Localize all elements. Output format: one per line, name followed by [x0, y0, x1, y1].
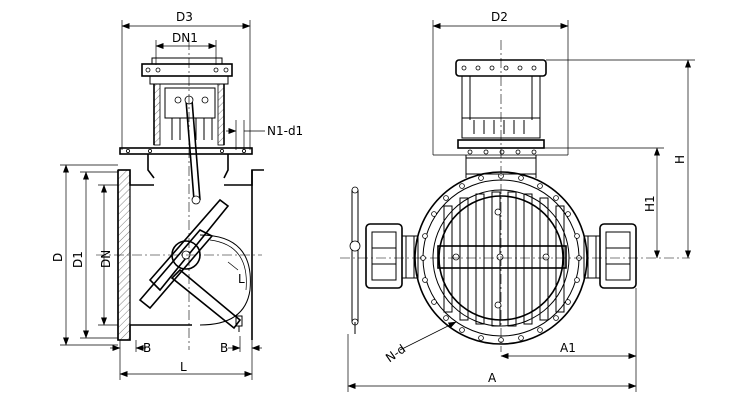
label-n-d: N-d — [383, 342, 408, 365]
dimension-l: L — [119, 360, 253, 377]
front-view: D2 — [340, 10, 695, 392]
label-h: H — [673, 155, 687, 164]
side-actuator-right — [583, 223, 637, 289]
label-a: A — [488, 371, 497, 385]
dimension-dn1: DN1 — [155, 31, 217, 65]
label-dn1: DN1 — [172, 31, 198, 45]
label-n1-d1: N1-d1 — [267, 124, 303, 138]
annotation-n-d: N-d — [383, 321, 457, 365]
side-actuator-left — [365, 223, 419, 289]
label-a1: A1 — [560, 341, 576, 355]
louvre-blades — [437, 191, 567, 327]
dimension-a1: A1 — [500, 288, 637, 362]
side-section-view: D3 DN1 — [51, 10, 303, 380]
svg-text:L: L — [238, 272, 245, 286]
label-d3: D3 — [176, 10, 193, 24]
label-b-left: B — [143, 341, 151, 355]
label-l: L — [180, 360, 187, 374]
valve-body: L — [96, 40, 264, 350]
dimension-a: A — [347, 334, 637, 392]
lever-arm — [349, 186, 361, 334]
annotation-n1-d1: N1-d1 — [226, 120, 303, 150]
dimension-d3: D3 — [121, 10, 251, 150]
dimension-b-right: B — [220, 336, 262, 380]
dimension-d2: D2 — [432, 10, 569, 156]
dimension-d1: D1 — [71, 171, 118, 339]
dimension-h: H — [546, 59, 695, 259]
dimension-dn: DN — [98, 184, 118, 326]
label-d: D — [51, 253, 65, 262]
label-h1: H1 — [643, 195, 657, 212]
dimension-h1: H1 — [544, 147, 664, 259]
label-dn: DN — [99, 250, 113, 268]
dimension-d: D — [51, 164, 118, 346]
label-d2: D2 — [491, 10, 508, 24]
label-d1: D1 — [71, 251, 85, 268]
actuator-housing — [119, 57, 253, 179]
label-b-right: B — [220, 341, 228, 355]
